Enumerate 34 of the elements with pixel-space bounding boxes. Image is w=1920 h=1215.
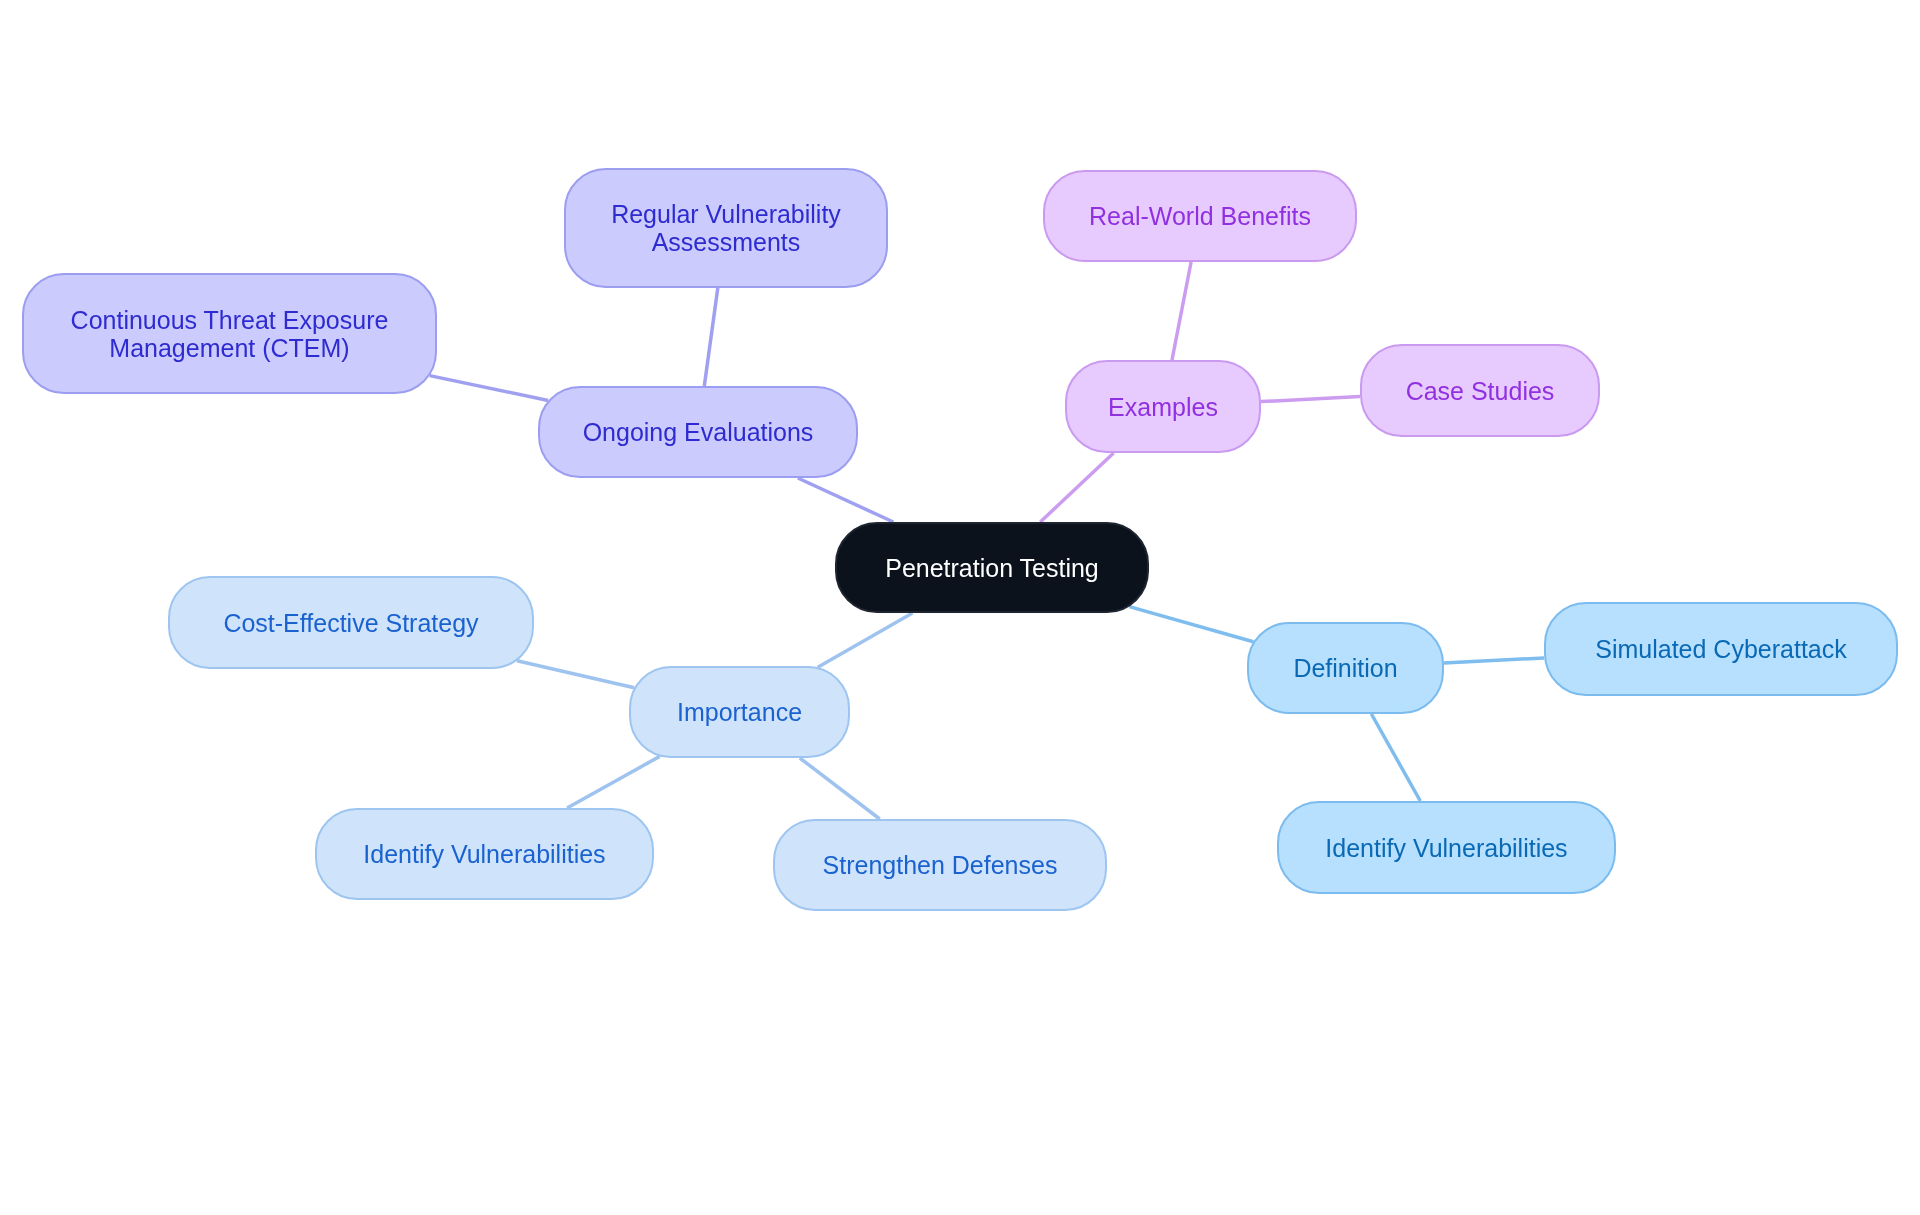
node-text: Regular Vulnerability Assessments xyxy=(610,200,842,256)
topic-node xyxy=(538,386,858,478)
connector-line xyxy=(1170,261,1193,361)
connector-line xyxy=(797,476,895,524)
node-text: Importance xyxy=(676,698,803,726)
connector-line xyxy=(702,287,720,387)
connector-line xyxy=(1369,713,1422,802)
node-text: Ongoing Evaluations xyxy=(582,418,814,446)
connector-line xyxy=(429,373,549,403)
connector-line xyxy=(798,756,881,821)
node-text: Penetration Testing xyxy=(885,553,1099,582)
node-text: Examples xyxy=(1108,392,1218,421)
node-text: Real-World Benefits xyxy=(1089,202,1311,230)
central-topic-node xyxy=(835,522,1149,613)
connector-line xyxy=(1039,451,1115,524)
node-text: Cost-Effective Strategy xyxy=(223,608,479,637)
node-text: Identify Vulnerabilities xyxy=(1325,833,1568,862)
node-text: Case Studies xyxy=(1405,376,1555,405)
connector-line xyxy=(1128,604,1254,644)
node-text: Simulated Cyberattack xyxy=(1595,635,1847,663)
node-text: Identify Vulnerabilities xyxy=(363,840,606,868)
node-text: Continuous Threat Exposure Management (CTEM) xyxy=(69,305,390,362)
connector-line xyxy=(1443,656,1545,665)
topic-node xyxy=(564,168,888,288)
topic-node xyxy=(1247,622,1444,714)
connector-line xyxy=(566,754,661,810)
topic-node xyxy=(629,666,850,758)
topic-node xyxy=(22,273,437,394)
connector-line xyxy=(1260,394,1361,404)
node-text: Strengthen Defenses xyxy=(822,851,1058,879)
connector-line xyxy=(516,659,635,690)
topic-node xyxy=(168,576,534,669)
connector-line xyxy=(816,611,914,669)
node-text: Definition xyxy=(1293,654,1398,682)
